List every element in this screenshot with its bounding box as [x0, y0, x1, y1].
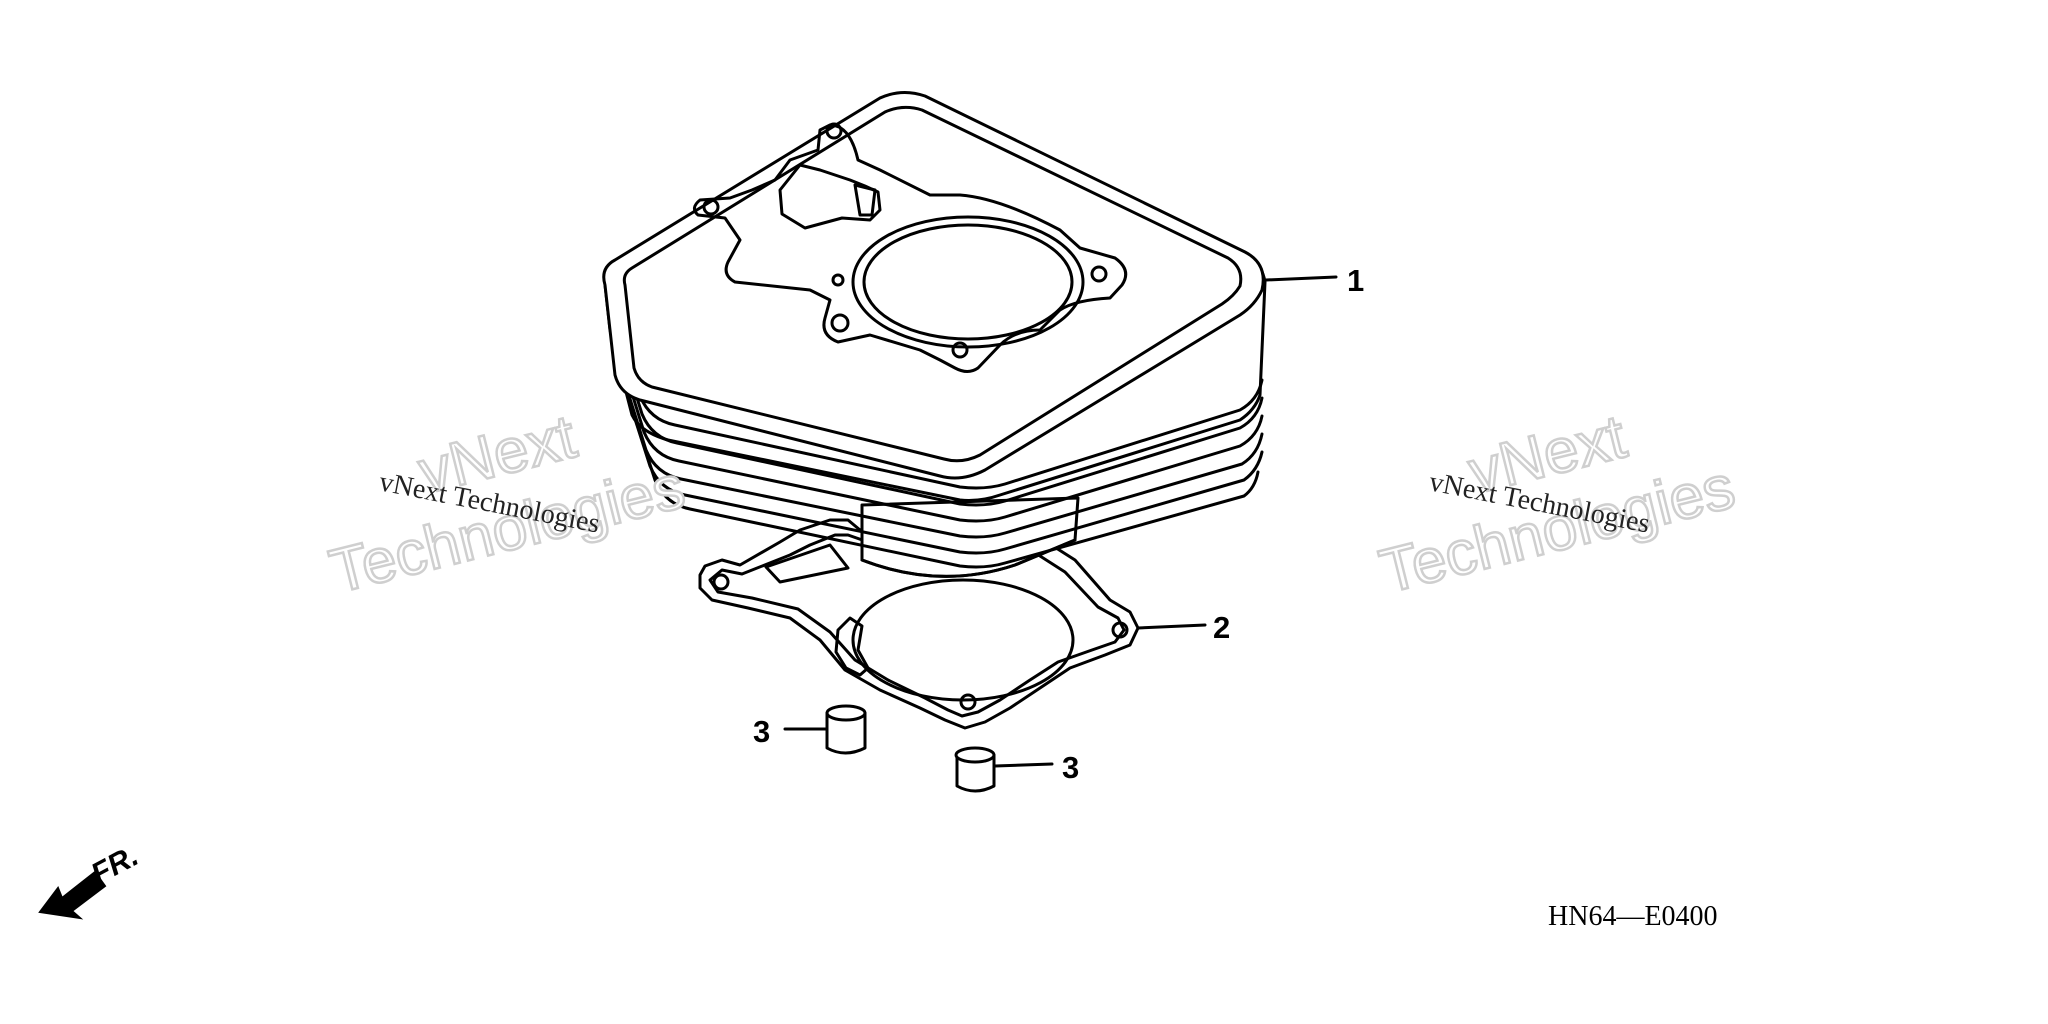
callout-3-right: 3 [1062, 750, 1079, 785]
callout-3-left: 3 [753, 714, 770, 749]
callout-2: 2 [1213, 610, 1230, 645]
engine-cylinder[interactable] [602, 91, 1267, 578]
dowel-pin-left[interactable] [825, 704, 867, 755]
dowel-pin-right[interactable] [954, 746, 996, 793]
leader-lines [783, 275, 1338, 768]
front-arrow-icon [38, 870, 107, 920]
cylinder-base-gasket[interactable] [698, 516, 1140, 730]
callout-1: 1 [1347, 263, 1364, 298]
front-direction-marker: FR. [38, 839, 144, 920]
diagram-code: HN64—E0400 [1548, 901, 1718, 932]
